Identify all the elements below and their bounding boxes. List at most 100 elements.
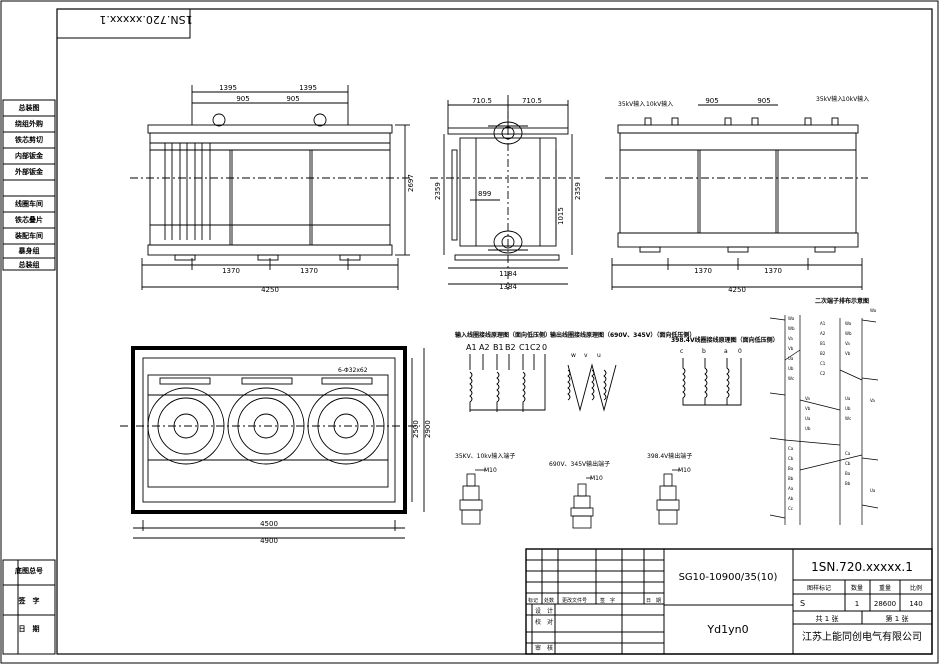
input-term: C2	[530, 343, 541, 352]
svg-text:Ub: Ub	[845, 406, 851, 411]
svg-text:B2: B2	[820, 351, 826, 356]
front-bottom-a: 1370	[222, 267, 240, 275]
back-mid-a: 905	[705, 97, 718, 105]
model-number: SG10-10900/35(10)	[679, 572, 778, 583]
plan-note: 6-Φ32x62	[338, 367, 368, 374]
input-term: B1	[493, 343, 504, 352]
drawing-number: 1SN.720.xxxxx.1	[811, 560, 913, 574]
plan-view	[120, 346, 425, 539]
sidebar-item: 内部钣金	[15, 152, 43, 160]
term1-title: 35KV、10kv输入端子	[455, 452, 515, 460]
out2-term: a	[724, 348, 728, 355]
sidebar-item: 外部钣金	[15, 168, 43, 176]
input-term: 0	[542, 343, 547, 352]
svg-text:Wa: Wa	[788, 316, 795, 321]
out2-title: 398.4V线圈接线原理图（面向低压侧）	[671, 336, 779, 344]
back-label-d: 10kV输入	[842, 95, 869, 103]
back-mid-b: 905	[757, 97, 770, 105]
plan-depth-a: 2500	[412, 420, 420, 438]
front-view	[130, 85, 410, 290]
term3-title: 398.4V输出端子	[647, 452, 692, 460]
term1-m: M10	[484, 467, 497, 474]
sidebar-item: 装配车间	[15, 232, 43, 240]
back-label-b: 10kV输入	[646, 100, 673, 108]
out1-schematic	[567, 363, 617, 412]
row-label: 签 字	[600, 597, 615, 604]
input-term: A1	[466, 343, 477, 352]
hdr-scale: 比例	[910, 584, 922, 592]
val-mark: S	[800, 599, 805, 608]
svg-text:Va: Va	[845, 341, 850, 346]
front-dim-top-a: 1395	[219, 84, 237, 92]
title-block-text: SG10-10900/35(10) Yd1yn0 1SN.720.xxxxx.1…	[528, 560, 923, 652]
terminal-drawings	[459, 469, 680, 529]
panel-title: 二次端子排布示意图	[815, 297, 869, 305]
svg-text:Cb: Cb	[788, 456, 794, 461]
out2-term: 0	[738, 348, 742, 355]
term2-title: 690V、345V输出端子	[549, 460, 610, 468]
term3-m: M10	[678, 467, 691, 474]
svg-text:Bb: Bb	[845, 481, 851, 486]
sidebar-item: 铁芯剪切	[15, 136, 43, 144]
sign-design: 设 计	[535, 607, 553, 615]
sign-review: 审 核	[535, 644, 553, 652]
row-label: 更改文件号	[562, 597, 587, 604]
side-dim-a: 899	[478, 190, 491, 198]
out2-terminals: c b a 0	[680, 348, 742, 355]
sidebar-bottom-item: 日 期	[18, 625, 40, 633]
front-dims: 1395 1395 905 905 2697 1370 1370 4250	[219, 84, 415, 294]
svg-text:Cc: Cc	[788, 506, 793, 511]
svg-text:Wa: Wa	[870, 308, 877, 313]
svg-text:Wb: Wb	[788, 326, 795, 331]
plan-depth-b: 2900	[424, 420, 432, 438]
sidebar-item: 总装图	[18, 104, 40, 112]
sidebar-item: 暴身组	[18, 247, 40, 255]
hdr-weight: 重量	[879, 584, 891, 592]
svg-text:Wa: Wa	[845, 321, 852, 326]
terminal-labels: 35KV、10kv输入端子 M10 690V、345V输出端子 M10 398.…	[455, 452, 692, 482]
svg-text:Cb: Cb	[845, 461, 851, 466]
input-terminals: A1 A2 B1 B2 C1 C2 0	[466, 343, 547, 352]
out2-schematic	[682, 358, 742, 406]
plan-width-a: 4500	[260, 520, 278, 528]
back-bottom-b: 1370	[764, 267, 782, 275]
svg-text:Wc: Wc	[788, 376, 794, 381]
row-label: 日 期	[646, 598, 661, 604]
svg-text:Ab: Ab	[788, 496, 794, 501]
back-label-a: 35kV输入	[618, 100, 645, 108]
side-bottom-b: 1384	[499, 283, 517, 291]
svg-text:B1: B1	[820, 341, 826, 346]
svg-text:Ba: Ba	[845, 471, 851, 476]
front-dim-mid-a: 905	[236, 95, 249, 103]
side-view	[430, 95, 580, 290]
back-dims: 35kV输入 10kV输入 35kV输入 10kV输入 905 905 1370…	[618, 95, 869, 294]
val-weight: 28600	[874, 600, 896, 608]
svg-text:Ua: Ua	[805, 416, 811, 421]
svg-text:Vb: Vb	[805, 406, 811, 411]
term2-m: M10	[590, 475, 603, 482]
sheet-count: 共 1 张	[816, 614, 839, 623]
sidebar-item: 线圈车间	[15, 200, 43, 208]
row-label: 标记	[528, 597, 538, 604]
svg-text:Ba: Ba	[788, 466, 794, 471]
hdr-qty: 数量	[851, 584, 863, 592]
back-overall: 4250	[728, 286, 746, 294]
back-label-c: 35kV输入	[816, 95, 843, 103]
sidebar-item: 绕组外购	[15, 120, 43, 128]
val-qty: 1	[855, 600, 859, 608]
sidebar-bottom-item: 底图总号	[15, 567, 43, 575]
svg-text:Ca: Ca	[845, 451, 851, 456]
sidebar-bottom-item: 签 字	[18, 597, 40, 605]
hdr-mark: 图样标记	[807, 584, 831, 592]
input-term: A2	[479, 343, 490, 352]
input-schematic	[469, 354, 546, 412]
svg-text:A1: A1	[820, 321, 826, 326]
back-bottom-a: 1370	[694, 267, 712, 275]
front-height: 2697	[407, 174, 415, 192]
svg-text:Vb: Vb	[845, 351, 851, 356]
out1-term: w	[571, 352, 576, 359]
out1-terminals: w v u	[571, 352, 601, 359]
out1-title: 输出线圈接线原理图（690V、345V）（面向低压侧）	[550, 331, 695, 339]
